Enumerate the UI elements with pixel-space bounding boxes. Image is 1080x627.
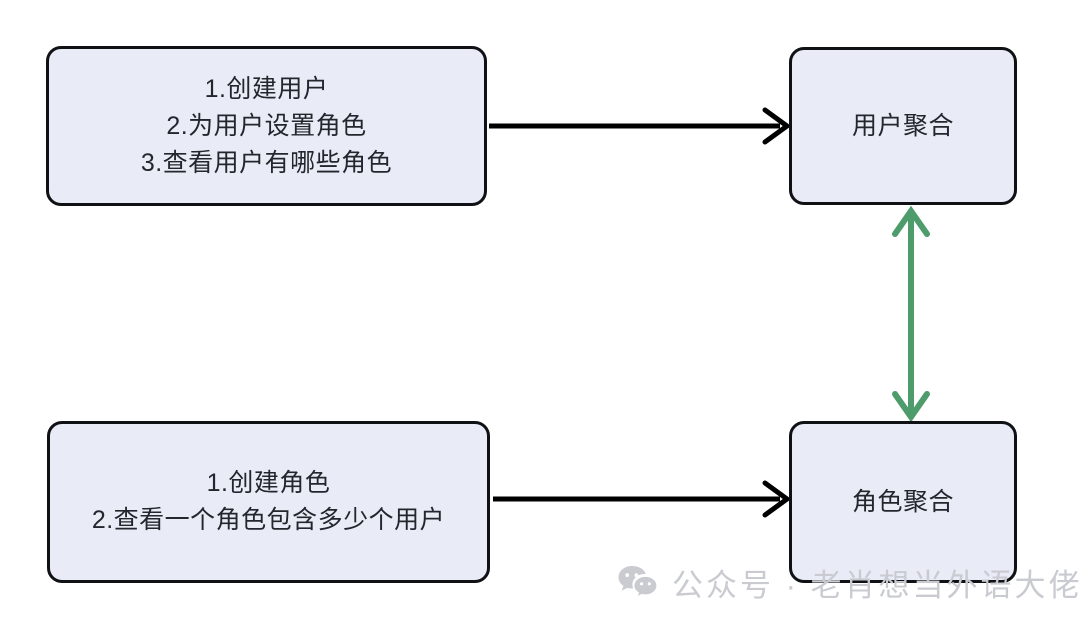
wechat-eye [647,582,651,586]
edge-role-ops-to-role-agg [493,480,792,518]
node-role-aggregate[interactable]: 角色聚合 [789,421,1017,583]
node-label-line: 2.查看一个角色包含多少个用户 [91,506,446,534]
edge-user-ops-to-user-agg [489,107,792,145]
wechat-eye [634,573,639,577]
node-role-operations[interactable]: 1.创建角色 2.查看一个角色包含多少个用户 [47,421,490,583]
node-label-line: 2.为用户设置角色 [166,111,367,140]
arrowhead-right-icon [762,480,792,518]
wechat-icon [618,566,658,599]
watermark: 公众号 · 老肖想当外语大佬 [618,558,1080,606]
wechat-bubble-small [632,575,658,599]
arrowhead-up-icon [892,205,930,237]
node-user-aggregate[interactable]: 用户聚合 [789,47,1017,205]
wechat-eye [625,573,630,577]
watermark-text: 公众号 · 老肖想当外语大佬 [672,567,1080,603]
edge-user-agg-role-agg [892,205,930,423]
wechat-eye [640,582,644,586]
node-label-line: 1.创建用户 [204,74,329,103]
node-label-line: 用户聚合 [851,112,954,140]
node-label-line: 3.查看用户有哪些角色 [140,148,393,177]
node-label-line: 角色聚合 [851,488,954,516]
arrowhead-right-icon [762,107,792,145]
node-label-line: 1.创建角色 [206,469,331,497]
arrowhead-down-icon [892,391,930,423]
wechat-bubble-large [618,566,646,591]
node-user-operations[interactable]: 1.创建用户 2.为用户设置角色 3.查看用户有哪些角色 [46,46,487,206]
